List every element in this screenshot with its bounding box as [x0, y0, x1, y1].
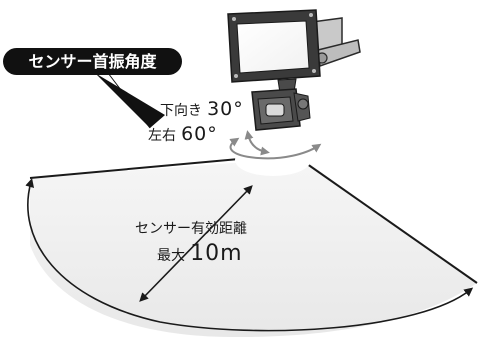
sensor-range-title: センサー有効距離: [135, 221, 247, 237]
tilt-direction-text: 下向き: [160, 103, 202, 119]
detection-edge-left: [29, 157, 251, 179]
pan-angle-label: 左右 60°: [148, 125, 218, 144]
tilt-angle-label: 下向き 30°: [160, 100, 244, 119]
callout-pointer: [95, 72, 165, 129]
floodlight-lens: [236, 20, 310, 74]
pan-angle-value: 60°: [181, 123, 218, 145]
motion-sensor-head: [251, 88, 311, 131]
distance-arrow: [139, 185, 253, 302]
detection-area-fill: [30, 157, 477, 338]
detection-area: [29, 144, 478, 338]
pan-direction-text: 左右: [148, 128, 176, 144]
sensor-origin-glow: [235, 144, 311, 176]
detection-arc-arrow: [25, 178, 474, 332]
sensor-range-max: 最大 10m: [157, 243, 243, 265]
floodlight-illustration: [227, 9, 361, 131]
swivel-arrows: [229, 130, 322, 160]
sensor-swivel-badge: センサー首振角度: [3, 48, 182, 75]
range-max-value: 10m: [190, 241, 243, 266]
pan-arrow: [229, 137, 322, 160]
tilt-angle-value: 30°: [207, 98, 244, 120]
range-max-label: 最大: [157, 248, 185, 264]
